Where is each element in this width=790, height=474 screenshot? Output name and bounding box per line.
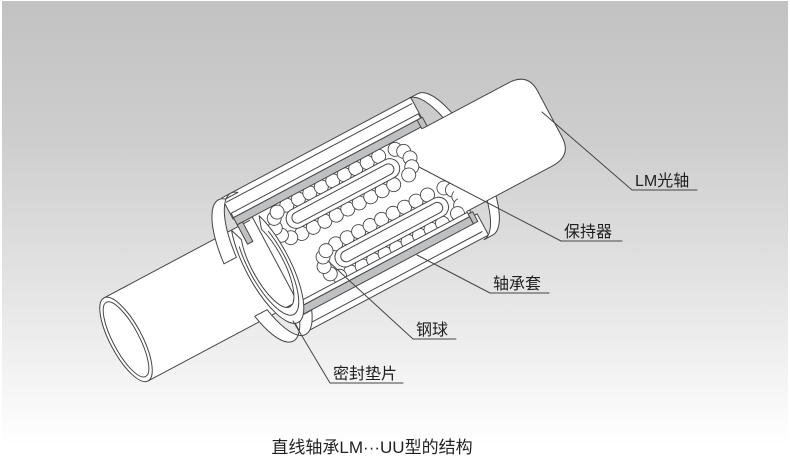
shaft-end-face [99,296,153,383]
ball-groove-slot-upper [291,163,395,224]
leader-bearing-sleeve [416,254,550,294]
seal-gasket-ring [231,215,305,324]
leader-lines [292,111,698,384]
label-lm-shaft: LM光轴 [635,172,689,190]
label-bearing-sleeve: 轴承套 [493,275,541,293]
sleeve-left-top-lip [211,191,239,265]
ball-groove-slot-lower [340,201,444,263]
ball-track-upper [266,141,420,246]
bearing-assembly [99,78,566,383]
steel-ball [401,167,417,183]
leader-steel-ball [327,260,457,340]
cut-tab-top-left [236,221,254,245]
leader-seal-gasket [292,320,404,384]
leader-retainer [418,166,623,242]
label-retainer: 保持器 [564,223,612,241]
part-labels: LM光轴 保持器 轴承套 钢球 密封垫片 [333,172,689,383]
cut-tab-bottom-right [467,211,479,225]
shaft-right [420,78,566,213]
shaft-left [99,218,298,383]
label-steel-ball: 钢球 [416,321,448,339]
ball-track-lower [315,180,469,284]
label-seal-gasket: 密封垫片 [333,365,397,383]
leader-lm-shaft [541,111,698,191]
cut-surface-strip-top [230,113,430,245]
figure-caption: 直线轴承LM···UU型的结构 [271,438,472,457]
steel-ball [318,243,334,259]
